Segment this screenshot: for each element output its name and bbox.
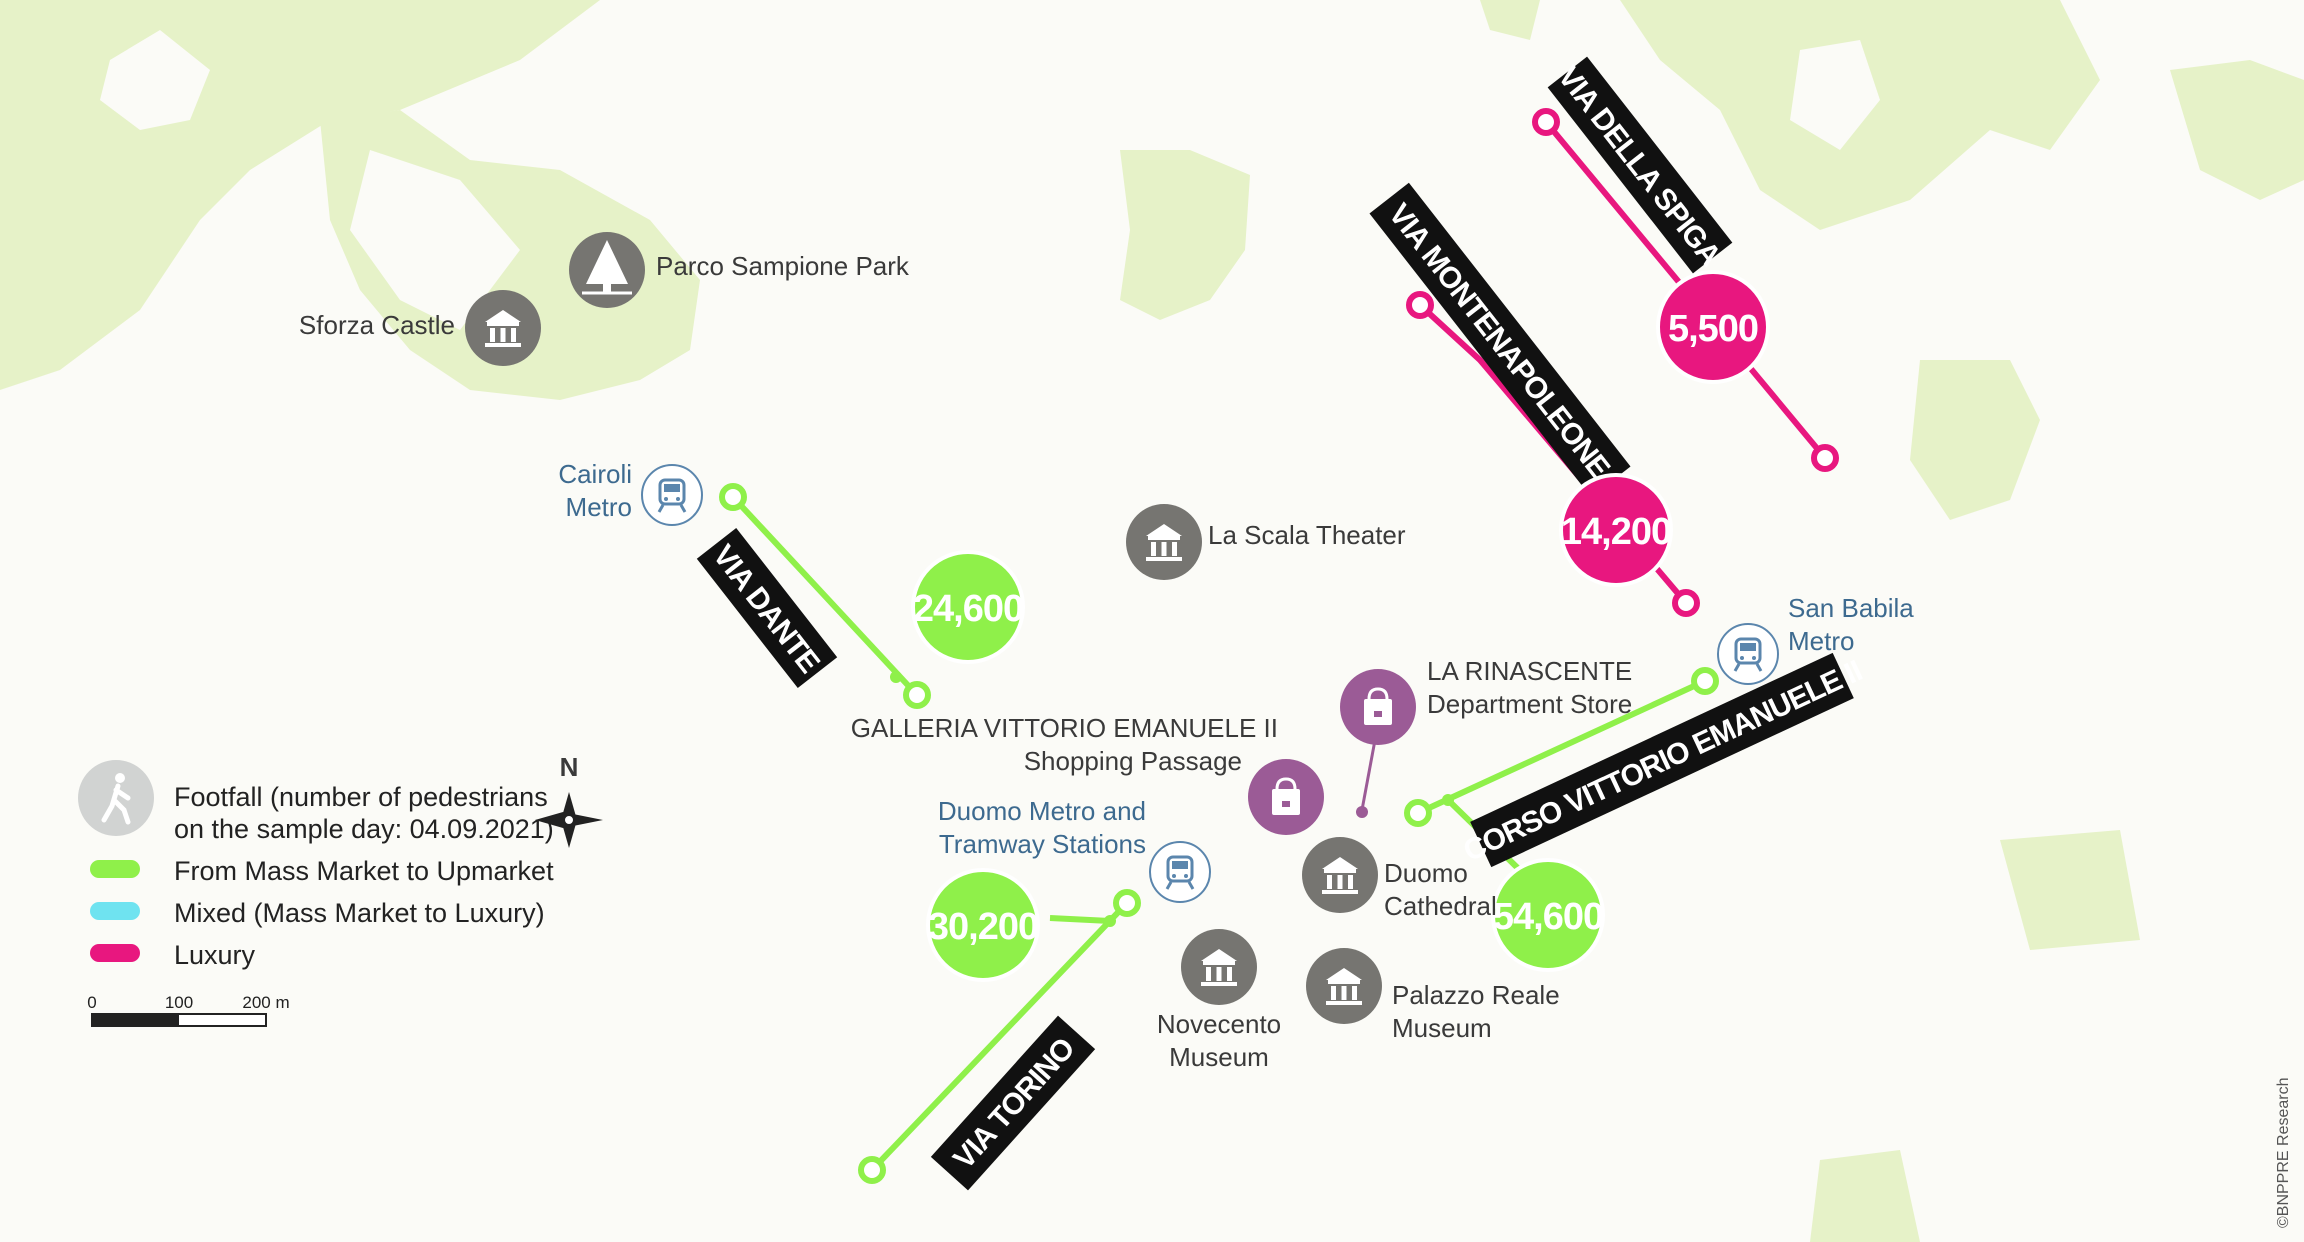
legend-swatch-pink — [90, 944, 140, 962]
svg-text:on the sample day: 04.09.2021): on the sample day: 04.09.2021) — [174, 814, 554, 844]
svg-text:Duomo Metro and: Duomo Metro and — [938, 796, 1146, 826]
svg-text:From Mass Market to Upmarket: From Mass Market to Upmarket — [174, 856, 554, 886]
svg-text:Metro: Metro — [566, 492, 632, 522]
street-endpoints-pink — [1406, 108, 1839, 617]
duomo-metro-marker: Duomo Metro and Tramway Stations — [938, 796, 1211, 903]
svg-text:Palazzo Reale: Palazzo Reale — [1392, 980, 1560, 1010]
cairoli-metro-marker: Cairoli Metro — [558, 459, 703, 526]
svg-text:Shopping Passage: Shopping Passage — [1024, 746, 1242, 776]
rinascente-marker: LA RINASCENTE Department Store — [1340, 656, 1632, 818]
svg-text:Department Store: Department Store — [1427, 689, 1632, 719]
svg-text:100: 100 — [165, 993, 193, 1012]
footfall-bubble-corso: 54,600 — [1491, 858, 1605, 972]
street-label-via-torino: VIA TORINO — [930, 1015, 1096, 1191]
svg-text:Parco Sampione Park: Parco Sampione Park — [656, 251, 910, 281]
duomo-cathedral-marker: Duomo Cathedral — [1302, 837, 1497, 921]
svg-text:Museum: Museum — [1169, 1042, 1269, 1072]
compass-rose: N — [535, 752, 603, 848]
svg-text:Cairoli: Cairoli — [558, 459, 632, 489]
footfall-bubble-dante: 24,600 — [911, 550, 1025, 664]
sforza-castle-marker: Sforza Castle — [299, 290, 541, 366]
svg-text:Tramway Stations: Tramway Stations — [939, 829, 1146, 859]
la-scala-marker: La Scala Theater — [1126, 504, 1406, 580]
san-babila-metro-marker: San Babila Metro — [1717, 593, 1914, 685]
svg-text:200 m: 200 m — [242, 993, 289, 1012]
svg-text:San Babila: San Babila — [1788, 593, 1914, 623]
street-lines-green — [730, 494, 1707, 1173]
park-marker: Parco Sampione Park — [569, 232, 910, 308]
svg-text:VIA DANTE: VIA DANTE — [706, 539, 825, 679]
svg-text:Novecento: Novecento — [1157, 1009, 1281, 1039]
legend-swatch-green — [90, 860, 140, 878]
svg-text:Duomo: Duomo — [1384, 858, 1468, 888]
svg-text:5,500: 5,500 — [1668, 308, 1758, 350]
svg-text:14,200: 14,200 — [1561, 511, 1671, 553]
svg-text:Sforza Castle: Sforza Castle — [299, 310, 455, 340]
legend: Footfall (number of pedestrians on the s… — [78, 760, 554, 1027]
footfall-bubble-torino: 30,200 — [926, 868, 1040, 982]
street-endpoints-green — [719, 483, 1719, 1184]
svg-text:24,600: 24,600 — [913, 588, 1023, 630]
svg-text:CORSO VITTORIO EMANUELE II: CORSO VITTORIO EMANUELE II — [1458, 654, 1866, 868]
novecento-museum-marker: Novecento Museum — [1157, 929, 1281, 1072]
svg-text:VIA TORINO: VIA TORINO — [947, 1032, 1081, 1176]
galleria-marker: GALLERIA VITTORIO EMANUELE II Shopping P… — [851, 713, 1324, 835]
street-label-via-dante: VIA DANTE — [696, 527, 838, 689]
pedestrian-icon — [78, 760, 154, 836]
footfall-bubble-spiga: 5,500 — [1656, 270, 1770, 384]
svg-text:Metro: Metro — [1788, 626, 1854, 656]
svg-text:Museum: Museum — [1392, 1013, 1492, 1043]
street-label-via-montenapoleone: VIA MONTENAPOLEONE — [1369, 182, 1631, 498]
svg-text:VIA MONTENAPOLEONE: VIA MONTENAPOLEONE — [1382, 198, 1616, 484]
svg-text:0: 0 — [87, 993, 96, 1012]
svg-text:30,200: 30,200 — [928, 906, 1038, 948]
scale-bar: 0 100 200 m — [87, 993, 290, 1027]
svg-text:GALLERIA VITTORIO EMANUELE II: GALLERIA VITTORIO EMANUELE II — [851, 713, 1278, 743]
svg-text:LA RINASCENTE: LA RINASCENTE — [1427, 656, 1632, 686]
copyright: ©BNPPRE Research — [2275, 1077, 2292, 1228]
svg-text:54,600: 54,600 — [1493, 896, 1603, 938]
legend-swatch-cyan — [90, 902, 140, 920]
svg-text:Luxury: Luxury — [174, 940, 256, 970]
svg-text:Cathedral: Cathedral — [1384, 891, 1497, 921]
palazzo-reale-marker: Palazzo Reale Museum — [1306, 948, 1560, 1043]
svg-text:Mixed (Mass Market to Luxury): Mixed (Mass Market to Luxury) — [174, 898, 545, 928]
footfall-bubble-montenapoleone: 14,200 — [1559, 473, 1673, 587]
svg-text:La Scala Theater: La Scala Theater — [1208, 520, 1406, 550]
svg-text:N: N — [560, 752, 579, 782]
svg-text:Footfall (number of pedestrian: Footfall (number of pedestrians — [174, 782, 548, 812]
